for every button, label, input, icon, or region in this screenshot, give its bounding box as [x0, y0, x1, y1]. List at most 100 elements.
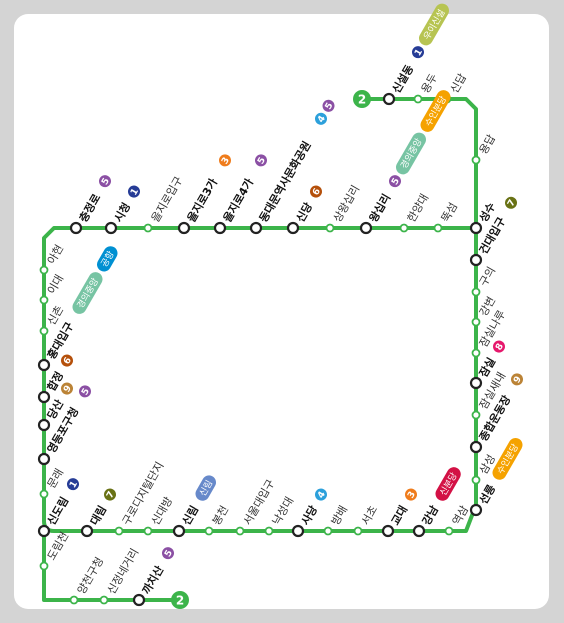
transfer-line-badge: 5: [162, 547, 175, 560]
station-15[interactable]: 시청1: [104, 183, 143, 235]
transfer-station-marker: [177, 221, 191, 235]
svg-text:6: 6: [311, 187, 323, 197]
station-name: 방배: [329, 503, 350, 527]
transfer-station-marker: [37, 452, 51, 466]
station-label-group: 용답: [477, 132, 498, 156]
transfer-line-badge: 4: [315, 488, 328, 501]
station-name: 한양대: [405, 192, 431, 225]
station-50[interactable]: 신정네거리: [99, 546, 142, 605]
transfer-line-pill: 경의중앙: [72, 272, 103, 314]
transfer-station-marker: [249, 221, 263, 235]
station-label-group: 상왕십리: [331, 183, 363, 225]
station-marker: [471, 155, 481, 165]
transfer-line-pill: 수인분당: [420, 90, 451, 132]
station-31[interactable]: 서울대입구: [235, 477, 278, 536]
station-name: 왕십리: [366, 191, 393, 224]
station-name: 대림: [87, 503, 109, 528]
transfer-station-marker: [37, 524, 51, 538]
station-name: 신답: [448, 71, 469, 95]
transfer-line-badge: 7: [104, 488, 117, 501]
svg-text:5: 5: [324, 101, 336, 111]
svg-text:7: 7: [506, 198, 518, 208]
station-marker: [471, 410, 481, 420]
station-name: 신대방: [149, 495, 175, 528]
transfer-line-pill: 신림: [195, 475, 216, 501]
transfer-line-badge: 9: [61, 382, 74, 395]
svg-text:5: 5: [80, 387, 92, 397]
station-label-group: 한양대: [405, 192, 431, 225]
transfer-station-marker: [359, 221, 373, 235]
svg-text:8: 8: [494, 342, 506, 352]
station-name: 신설동: [389, 62, 416, 95]
svg-text:5: 5: [390, 177, 402, 187]
station-label-group: 뚝섬: [439, 200, 460, 224]
station-32[interactable]: 낙성대: [264, 495, 297, 536]
station-7[interactable]: 한양대: [399, 192, 432, 233]
transfer-line-badge: 3: [405, 488, 418, 501]
transfer-station-marker: [469, 440, 483, 454]
transfer-station-marker: [69, 221, 83, 235]
station-label-group: 서초: [359, 503, 380, 527]
station-label-group: 교대3: [388, 488, 418, 528]
transfer-station-marker: [37, 418, 51, 432]
station-name: 사당: [298, 503, 320, 528]
station-49[interactable]: 양천구청: [69, 554, 107, 605]
station-9[interactable]: 상왕십리: [325, 183, 363, 233]
transfer-line-badge: 8: [493, 340, 506, 353]
svg-text:5: 5: [100, 177, 112, 187]
station-marker: [39, 561, 49, 571]
transfer-station-marker: [80, 524, 94, 538]
station-marker: [69, 595, 79, 605]
svg-text:7: 7: [105, 490, 117, 500]
station-marker: [143, 223, 153, 233]
station-label-group: 봉천: [209, 503, 231, 528]
station-14[interactable]: 을지로입구: [143, 174, 186, 233]
station-marker: [39, 265, 49, 275]
station-label-group: 을지로입구: [149, 174, 186, 224]
transfer-station-marker: [172, 524, 186, 538]
station-label-group: 아현: [45, 242, 66, 266]
station-marker: [471, 287, 481, 297]
loop-line: [42, 226, 478, 533]
station-label-group: 양천구청: [74, 554, 106, 596]
station-label-group: 시청1: [111, 185, 141, 225]
transfer-station-marker: [291, 524, 305, 538]
station-marker: [39, 489, 49, 499]
station-marker: [143, 526, 153, 536]
transfer-line-badge: 5: [389, 175, 402, 188]
station-26[interactable]: 대림 7: [80, 486, 119, 538]
svg-text:6: 6: [62, 356, 74, 366]
station-name: 상왕십리: [331, 183, 363, 225]
map-card: [14, 14, 549, 609]
svg-text:5: 5: [256, 156, 268, 166]
line-2-end-marker: 2: [353, 90, 371, 108]
line-end-markers: 22: [171, 90, 371, 609]
station-28[interactable]: 신대방: [143, 495, 176, 536]
station-name: 구의: [477, 264, 498, 288]
transfer-station-marker: [412, 524, 426, 538]
transfer-station-marker: [469, 253, 483, 267]
station-marker: [413, 94, 423, 104]
station-10[interactable]: 신당6: [286, 183, 325, 235]
station-name: 선릉: [476, 482, 498, 507]
station-name: 강남: [419, 503, 441, 528]
svg-text:4: 4: [316, 490, 328, 500]
transfer-line-badge: 1: [128, 185, 141, 198]
station-marker: [235, 526, 245, 536]
station-name: 아현: [45, 242, 66, 266]
station-marker: [39, 295, 49, 305]
transfer-line-badge: 7: [505, 196, 518, 209]
station-label-group: 대림 7: [87, 488, 117, 528]
station-name: 을지로4가: [220, 176, 256, 225]
svg-text:3: 3: [406, 490, 418, 500]
transfer-station-marker: [286, 221, 300, 235]
station-name: 홍대입구: [44, 319, 76, 361]
station-label-group: 신답: [448, 71, 469, 95]
